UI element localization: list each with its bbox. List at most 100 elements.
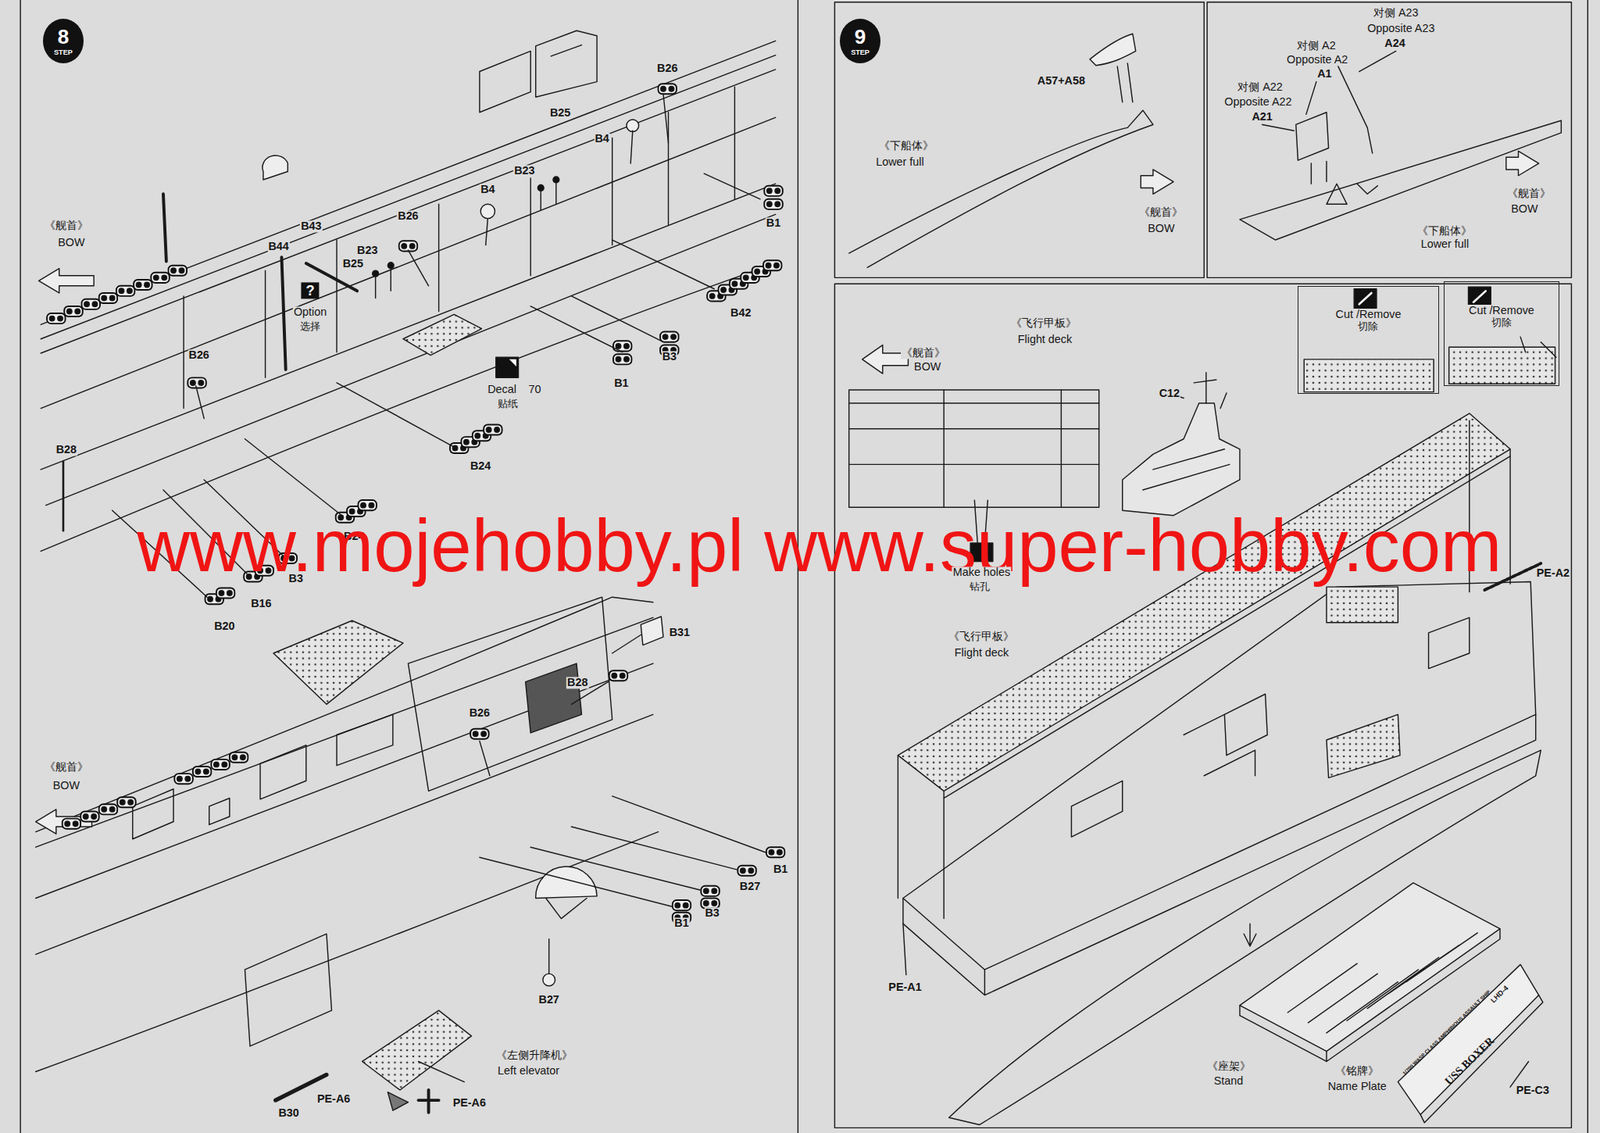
line-art — [1071, 617, 1469, 837]
line-art — [480, 203, 495, 218]
line-art — [40, 40, 775, 354]
line-art — [537, 185, 544, 192]
line-art — [20, 0, 1588, 1133]
direction-label: BOW — [1510, 203, 1539, 215]
line-art — [1506, 150, 1540, 175]
line-art — [133, 279, 153, 290]
part-number: B26 — [396, 210, 419, 222]
line-art — [273, 620, 404, 704]
note-text: 70 — [527, 383, 542, 396]
line-art — [834, 283, 1572, 1128]
part-number: B44 — [267, 241, 290, 254]
part-number: B28 — [566, 676, 589, 689]
line-art — [766, 846, 786, 858]
line-art — [1183, 714, 1255, 775]
note-text: 贴纸 — [496, 398, 519, 410]
line-art — [99, 803, 118, 815]
note-text: Flight deck — [1017, 333, 1073, 346]
step-number: 9 — [854, 25, 867, 49]
part-number: PE-A2 — [1535, 567, 1571, 579]
line-art — [1140, 169, 1174, 194]
direction-label: 《舰首》 — [1138, 206, 1184, 218]
part-number: B26 — [468, 707, 491, 719]
part-number: A24 — [1383, 38, 1406, 50]
line-art — [1420, 995, 1543, 1123]
step-number: 8 — [57, 25, 70, 49]
part-number: B3 — [703, 907, 720, 919]
line-art — [81, 299, 100, 310]
line-art — [613, 340, 633, 351]
line-art — [229, 752, 249, 763]
line-art — [403, 314, 483, 355]
direction-label: BOW — [57, 236, 86, 249]
line-art — [150, 272, 170, 283]
line-art — [1326, 714, 1400, 778]
note-text: Opposite A2 — [1285, 54, 1349, 67]
line-art — [387, 1092, 408, 1111]
line-art — [1359, 292, 1372, 304]
line-art — [897, 413, 1511, 791]
line-art — [418, 1089, 440, 1113]
line-art — [187, 377, 207, 388]
line-art — [525, 663, 583, 733]
part-number: PE-A6 — [452, 1096, 487, 1109]
line-art — [375, 182, 557, 299]
part-number: B28 — [55, 443, 78, 456]
line-art — [64, 306, 83, 317]
line-art — [1520, 336, 1557, 358]
line-art — [1142, 372, 1230, 490]
line-art — [163, 193, 167, 261]
line-art — [210, 759, 230, 770]
line-art — [174, 773, 193, 784]
part-number: A57+A58 — [1036, 75, 1086, 88]
line-art — [546, 897, 587, 918]
line-art — [479, 635, 766, 975]
line-art — [244, 933, 332, 1047]
part-number: B25 — [342, 258, 365, 271]
line-art — [535, 866, 597, 899]
line-art — [1239, 120, 1561, 240]
note-text: 《左侧升降机》 — [495, 1049, 574, 1061]
part-number: B43 — [300, 220, 322, 233]
line-art — [168, 265, 188, 276]
cut-remove-box: Cut /Remove切除 — [1443, 281, 1560, 386]
part-number: PE-A6 — [316, 1092, 351, 1105]
part-number: B27 — [739, 880, 761, 893]
note-text: Stand — [1213, 1075, 1245, 1088]
line-art — [372, 270, 379, 277]
line-art — [764, 199, 783, 210]
line-art — [764, 185, 783, 197]
line-art — [470, 728, 490, 740]
part-number: B24 — [469, 460, 492, 472]
line-art — [943, 449, 1511, 799]
part-number: B4 — [479, 183, 496, 196]
part-number: B23 — [513, 165, 536, 178]
line-art — [1473, 290, 1486, 302]
instruction-text: Cut /Remove — [1467, 304, 1536, 318]
line-art — [183, 86, 735, 408]
note-text: 选择 — [299, 321, 322, 333]
line-art — [737, 865, 757, 876]
direction-label: 《舰首》 — [43, 219, 90, 232]
note-text: Opposite A23 — [1366, 22, 1436, 35]
line-art — [387, 262, 394, 269]
line-art — [1243, 923, 1257, 947]
instruction-text: Cut /Remove — [1334, 308, 1404, 322]
step-badge: 9STEP — [839, 18, 881, 64]
part-number: B1 — [673, 917, 690, 929]
line-art — [35, 596, 659, 1072]
watermark: www.mojehobby.pl www.super-hobby.com — [136, 507, 1502, 585]
part-number: B26 — [188, 349, 211, 361]
line-art — [1287, 932, 1478, 1033]
direction-label: 《舰首》 — [43, 761, 90, 774]
note-text: 《铭牌》 — [1334, 1065, 1380, 1078]
direction-label: BOW — [52, 779, 81, 792]
note-text: Make holes — [952, 566, 1011, 579]
line-art — [407, 596, 612, 791]
line-art — [1449, 346, 1556, 384]
line-art — [216, 587, 236, 598]
line-art — [897, 420, 1511, 918]
option-icon: ? — [300, 282, 319, 300]
line-art — [903, 923, 907, 975]
line-art — [1326, 586, 1398, 623]
